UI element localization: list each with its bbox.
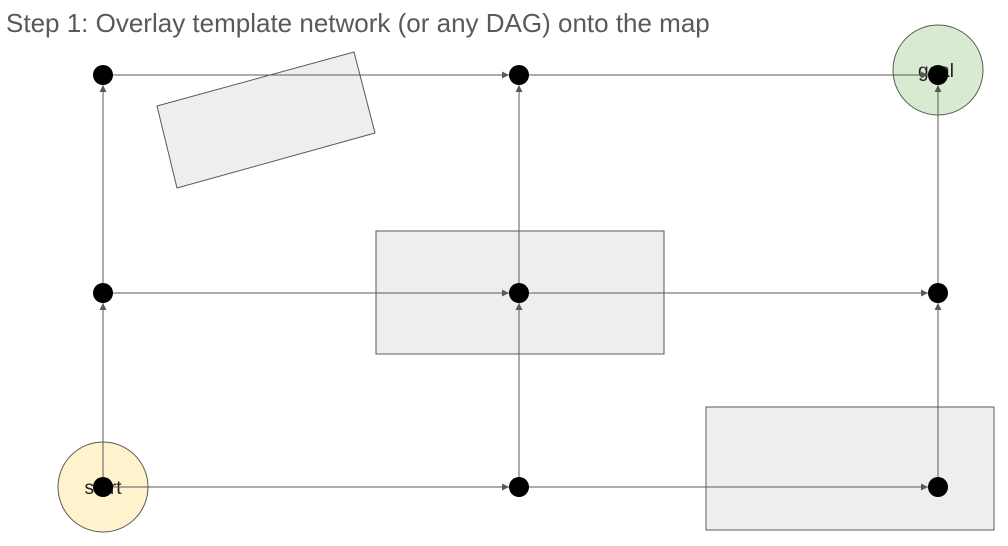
- node-n20: [928, 65, 948, 85]
- node-layer: [93, 65, 948, 497]
- node-n22: [928, 477, 948, 497]
- node-n02: [93, 477, 113, 497]
- node-n10: [509, 65, 529, 85]
- edge-layer: [99, 71, 942, 491]
- node-n01: [93, 283, 113, 303]
- slide-title: Step 1: Overlay template network (or any…: [6, 8, 710, 38]
- obstacle-bottom-right: [705, 406, 995, 531]
- node-n11: [509, 283, 529, 303]
- node-n12: [509, 477, 529, 497]
- obstacle-layer: [156, 51, 995, 531]
- obstacle-tilted-top-left: [156, 51, 376, 189]
- node-n21: [928, 283, 948, 303]
- node-n00: [93, 65, 113, 85]
